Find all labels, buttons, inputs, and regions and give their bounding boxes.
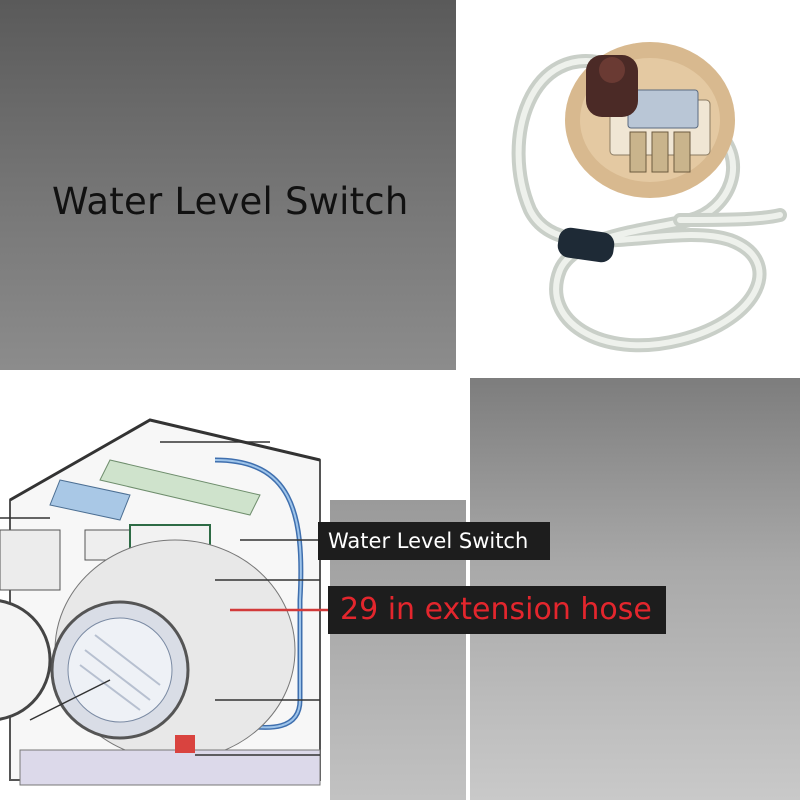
extension-hose-label: 29 in extension hose (328, 586, 666, 634)
page-title: Water Level Switch (52, 180, 409, 223)
water-level-switch-icon (511, 42, 787, 353)
washing-machine-diagram-icon (0, 418, 330, 786)
water-level-switch-label: Water Level Switch (318, 522, 550, 560)
gray-background-top-left (0, 0, 456, 370)
